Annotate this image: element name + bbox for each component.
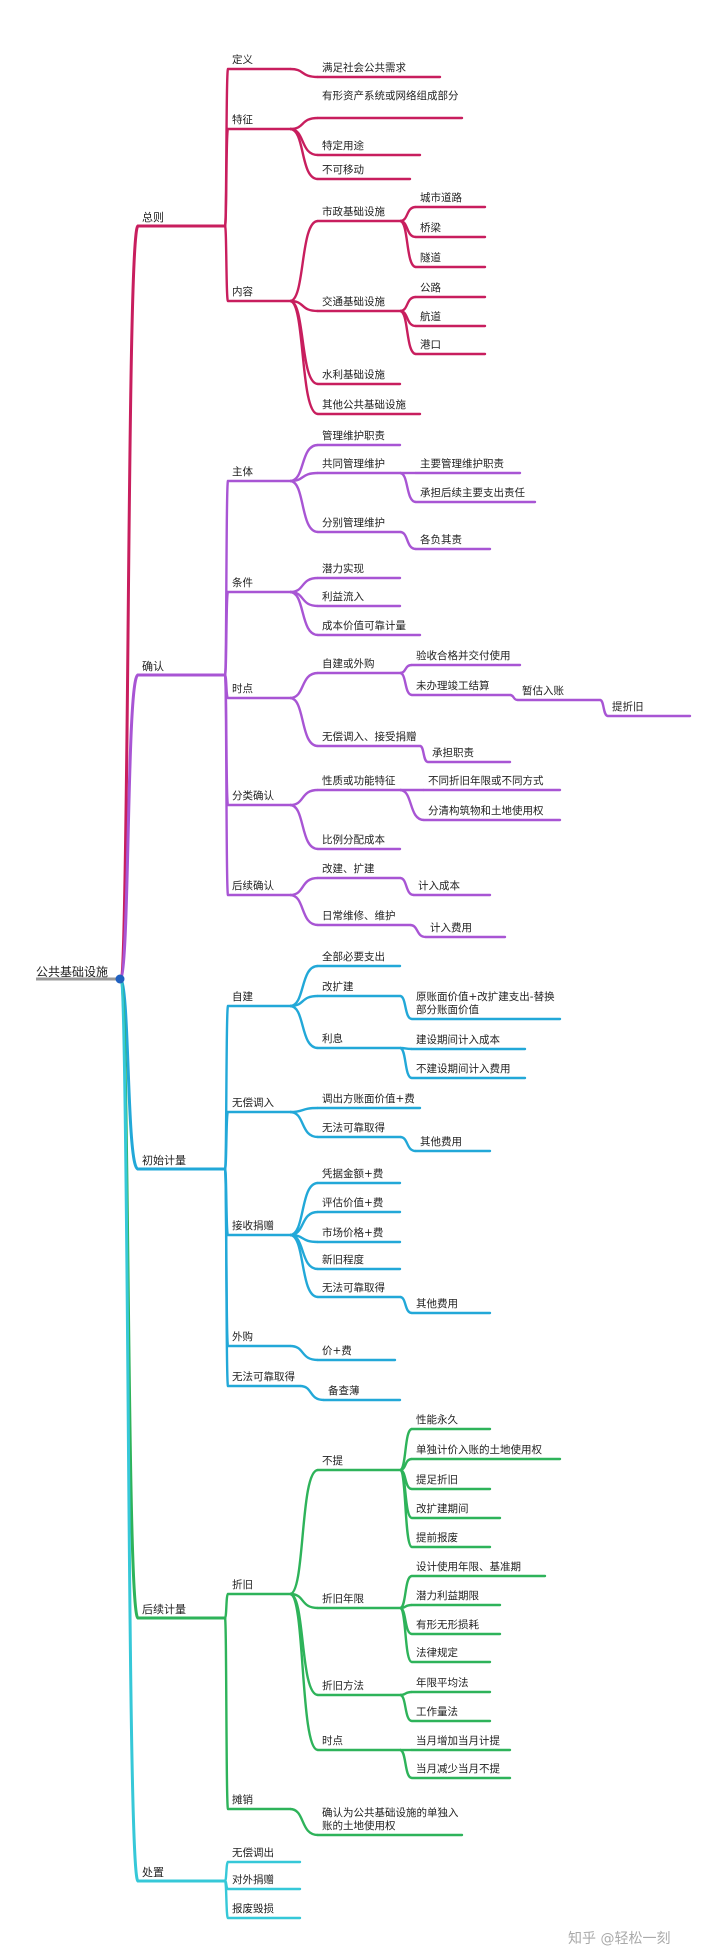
- root-connector-dot[interactable]: [115, 974, 125, 984]
- edge-qr-tj-1: [289, 576, 319, 594]
- edge-qr-zt-2: [289, 471, 319, 483]
- edge-zz-tz-2: [289, 127, 319, 157]
- edge-qr: [118, 673, 140, 981]
- watermark: 知乎 @轻松一刻: [568, 1931, 671, 1947]
- edge-cs-zj-2: [289, 994, 319, 1008]
- edge-hx-tx: [223, 1616, 230, 1811]
- edge-qr-sd-1b: [399, 671, 413, 697]
- edge-cs-wc: [223, 1110, 230, 1171]
- edge-qr-hx-1: [289, 876, 319, 897]
- edge-cz-1: [223, 1860, 230, 1883]
- edge-qr-sd-2: [289, 696, 319, 748]
- edge-qr-hx: [223, 673, 230, 897]
- edge-cz: [118, 977, 140, 1883]
- edge-qr-sd-2a: [419, 744, 429, 764]
- edge-qr-fl-1b: [399, 788, 425, 822]
- edge-qr-zt-3: [289, 479, 319, 534]
- edge-hx-zj-nx-1: [399, 1574, 413, 1610]
- edge-qr-hx-2a: [409, 923, 427, 939]
- edge-zz: [118, 224, 140, 981]
- edge-qr-tj-3: [289, 590, 319, 637]
- edge-cs-wc-2a: [399, 1135, 417, 1153]
- edge-zz-nr-sz: [289, 219, 319, 303]
- edge-cs-zj-3b: [399, 1046, 413, 1080]
- edge-qr-tj: [223, 590, 230, 677]
- edge-cs-wg-1: [289, 1344, 319, 1362]
- edge-zz-tz: [223, 127, 230, 228]
- edge-hx-zj-bt-5: [398, 1468, 414, 1549]
- edge-qr-zt-2b: [399, 471, 417, 504]
- edge-zz-nr: [223, 224, 230, 303]
- edge-zz-nr-sz-3: [399, 219, 417, 269]
- edge-zz-dy-1: [289, 67, 319, 79]
- edge-cs-wf: [223, 1167, 230, 1388]
- edge-hx-zj-bt: [289, 1468, 319, 1596]
- edge-hx-zj-bt-2: [399, 1457, 413, 1472]
- edge-cs-zj-2a: [399, 994, 413, 1021]
- edge-zz-tz-1: [289, 116, 319, 131]
- edge-hx-tx-1: [289, 1807, 319, 1837]
- edge-qr-sd-1a: [399, 663, 413, 675]
- edge-qr-zt-3a: [399, 530, 417, 551]
- mindmap-edges: [118, 67, 692, 1920]
- edge-qr-hx-1a: [399, 876, 415, 897]
- edge-cs-wc-2: [289, 1110, 319, 1139]
- edge-hx-zj-ff-2: [399, 1693, 413, 1723]
- edge-zz-tz-3: [289, 127, 319, 181]
- edge-zz-nr-qt: [289, 299, 319, 416]
- edge-cz-3: [223, 1879, 230, 1920]
- edge-cs-wf-1: [299, 1384, 325, 1402]
- edge-cs-js-1: [289, 1181, 319, 1237]
- edge-qr-sd-1: [289, 671, 319, 700]
- edge-zz-nr-sz-1: [399, 205, 417, 223]
- edge-qr-fl-2: [289, 803, 319, 851]
- edge-qr-hx-2: [289, 893, 319, 927]
- edge-hx-zj: [223, 1592, 230, 1620]
- edge-qr-sd-1b1: [509, 693, 519, 702]
- edge-hx-zj-nx-4: [398, 1606, 414, 1664]
- edge-qr-fl-1: [289, 788, 319, 807]
- edge-zz-nr-jt-1: [399, 295, 417, 313]
- edge-cs-js-2: [289, 1210, 319, 1237]
- edge-cs-js-5a: [399, 1295, 413, 1315]
- edge-qr-sd-1b2: [599, 698, 609, 718]
- edge-hx-zj-sd-2: [399, 1748, 413, 1780]
- edge-zz-nr-jt-3: [399, 309, 417, 356]
- edge-cs-wc-1: [289, 1106, 319, 1114]
- edge-cs-zj-3: [289, 1004, 319, 1050]
- edge-cs-js-5: [289, 1233, 319, 1299]
- edge-hx-zj-sd: [288, 1592, 319, 1752]
